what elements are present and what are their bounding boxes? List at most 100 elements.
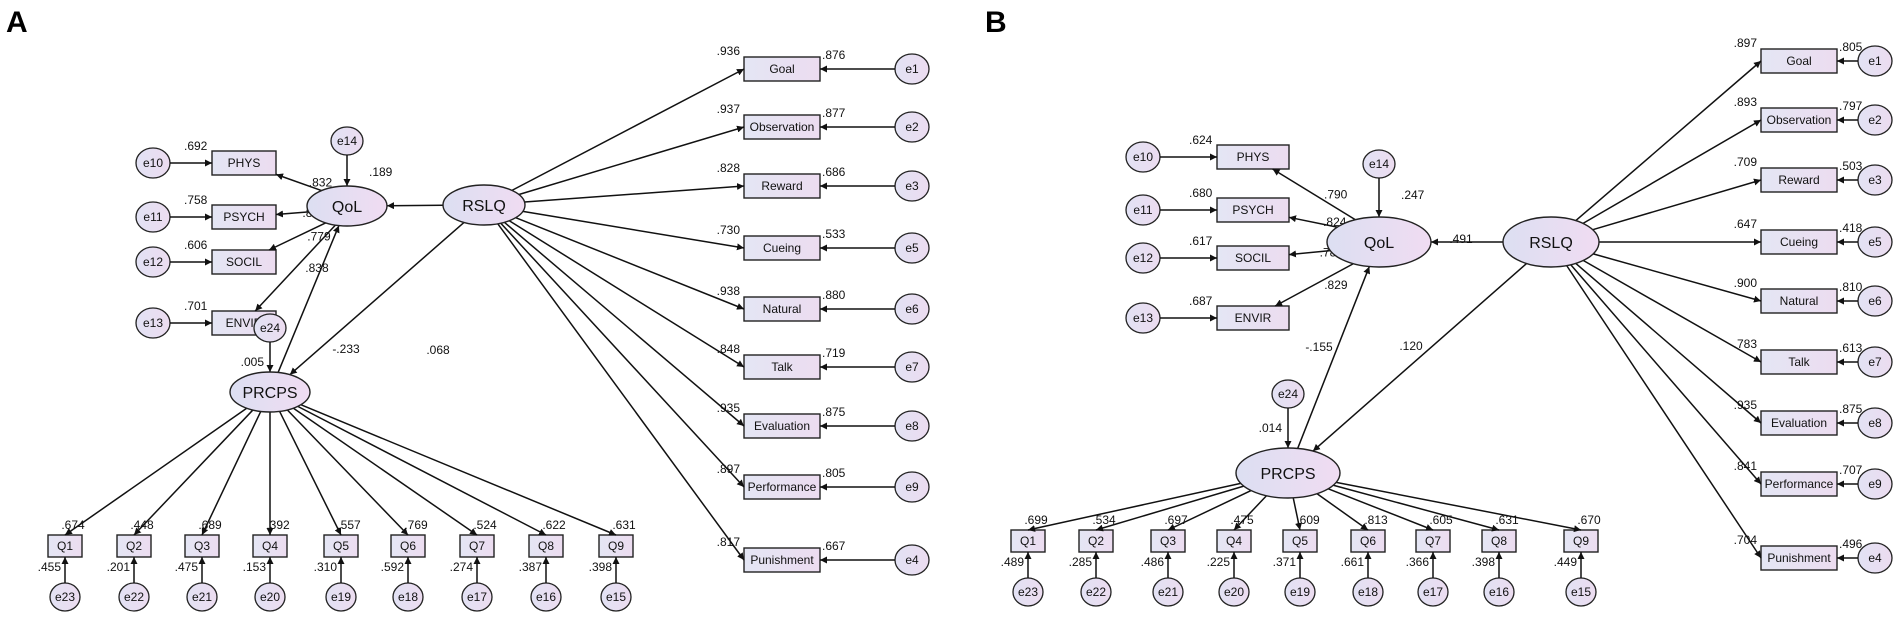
loading-value: .900 [1734, 276, 1758, 290]
indicator-label: SOCIL [226, 255, 262, 269]
loading-value: .935 [1734, 398, 1758, 412]
loading-path [268, 222, 326, 251]
r2-value: .153 [243, 560, 267, 574]
r2-value: .606 [184, 238, 208, 252]
latent-label-rslq: RSLQ [462, 198, 506, 215]
error-label: e9 [1868, 477, 1882, 491]
loading-path [1316, 493, 1369, 531]
error-label: e20 [260, 590, 280, 604]
r2-value: .758 [184, 193, 208, 207]
r2-value: .503 [1839, 159, 1863, 173]
loading-path [254, 224, 336, 312]
indicator-label: ENVIR [1235, 311, 1272, 325]
indicator-label: ENVIR [226, 316, 263, 330]
error-label: e22 [124, 590, 144, 604]
latent-label-rslq: RSLQ [1529, 235, 1573, 252]
loading-value: .936 [717, 44, 741, 58]
error-label: e23 [55, 590, 75, 604]
error-label: e12 [143, 255, 163, 269]
loading-path [522, 210, 745, 251]
r2-value: .371 [1273, 555, 1297, 569]
latent-prcps [1235, 447, 1341, 499]
indicator-label: PHYS [228, 156, 261, 170]
indicator-box [211, 249, 277, 275]
error-label: e5 [905, 241, 919, 255]
loading-value: .937 [717, 102, 741, 116]
loading-path [1095, 485, 1244, 532]
r2-value: .701 [184, 299, 208, 313]
path-prcps-qol [277, 225, 340, 373]
loading-path [1233, 495, 1267, 531]
error-label: e13 [1133, 311, 1153, 325]
path-coef-rslq-prcps: .120 [1399, 339, 1423, 353]
indicator-label: PSYCH [1232, 203, 1273, 217]
loading-value: .779 [307, 229, 331, 243]
error-label: e8 [1868, 416, 1882, 430]
indicator-box [1216, 197, 1290, 223]
indicator-label: Q1 [57, 539, 73, 553]
loading-path [1274, 263, 1354, 307]
loading-value: .534 [1092, 513, 1116, 527]
r2-value: .877 [822, 106, 846, 120]
loading-path [524, 183, 745, 203]
indicator-label: Cueing [763, 241, 801, 255]
loading-value: .631 [612, 518, 636, 532]
indicator-label: Talk [1788, 355, 1810, 369]
indicator-label: Goal [1786, 54, 1811, 68]
path-prcps-qol [1296, 266, 1371, 449]
r2-value: .875 [822, 405, 846, 419]
loading-value: .813 [1364, 513, 1388, 527]
r2-value: .692 [184, 139, 208, 153]
r2-value: .475 [175, 560, 199, 574]
indicator-label: Reward [761, 179, 802, 193]
error-label: e3 [905, 179, 919, 193]
indicator-box [743, 173, 821, 199]
loading-path [1582, 259, 1762, 363]
r2-value: .667 [822, 539, 846, 553]
error-label: e4 [1868, 551, 1882, 565]
latent-qol [1326, 216, 1432, 268]
loading-path [1575, 60, 1762, 222]
loading-path [286, 409, 409, 536]
loading-value: .769 [404, 518, 428, 532]
r2-value: .449 [1554, 555, 1578, 569]
indicator-box [1760, 349, 1838, 375]
loading-value: .832 [309, 175, 333, 189]
indicator-box [1216, 245, 1290, 271]
loading-value: .392 [266, 518, 290, 532]
loading-path [1593, 253, 1762, 303]
error-label: e2 [905, 120, 919, 134]
indicator-label: Observation [1767, 113, 1832, 127]
indicator-label: Natural [1780, 294, 1819, 308]
loading-path [1327, 488, 1434, 531]
loading-path [201, 411, 262, 536]
error-label: e19 [1290, 585, 1310, 599]
r2-value: .810 [1839, 280, 1863, 294]
indicator-box [743, 235, 821, 261]
loading-value: .817 [717, 535, 741, 549]
indicator-label: PSYCH [223, 210, 264, 224]
r2-value: .613 [1839, 341, 1863, 355]
indicator-box [1216, 305, 1290, 331]
loading-value: .674 [61, 518, 85, 532]
indicator-label: Evaluation [754, 419, 810, 433]
loading-value: .448 [130, 518, 154, 532]
loading-path [500, 222, 745, 488]
error-label: e17 [1423, 585, 1443, 599]
loading-value: .828 [717, 161, 741, 175]
panel-a: PHYSe10.692.832PSYCHe11.758.871SOCILe12.… [38, 44, 930, 612]
loading-value: .709 [1734, 155, 1758, 169]
indicator-label: Q3 [194, 539, 210, 553]
loading-path [1167, 489, 1252, 531]
indicator-label: Q2 [1088, 534, 1104, 548]
loading-value: .697 [1164, 513, 1188, 527]
loading-path [1570, 264, 1762, 485]
loading-value: .622 [542, 518, 566, 532]
error-label: e8 [905, 419, 919, 433]
error-label: e20 [1224, 585, 1244, 599]
error-label: e5 [1868, 235, 1882, 249]
indicator-label: Q3 [1160, 534, 1176, 548]
loading-path [1027, 482, 1241, 532]
error-label: e21 [192, 590, 212, 604]
loading-value: .524 [473, 518, 497, 532]
